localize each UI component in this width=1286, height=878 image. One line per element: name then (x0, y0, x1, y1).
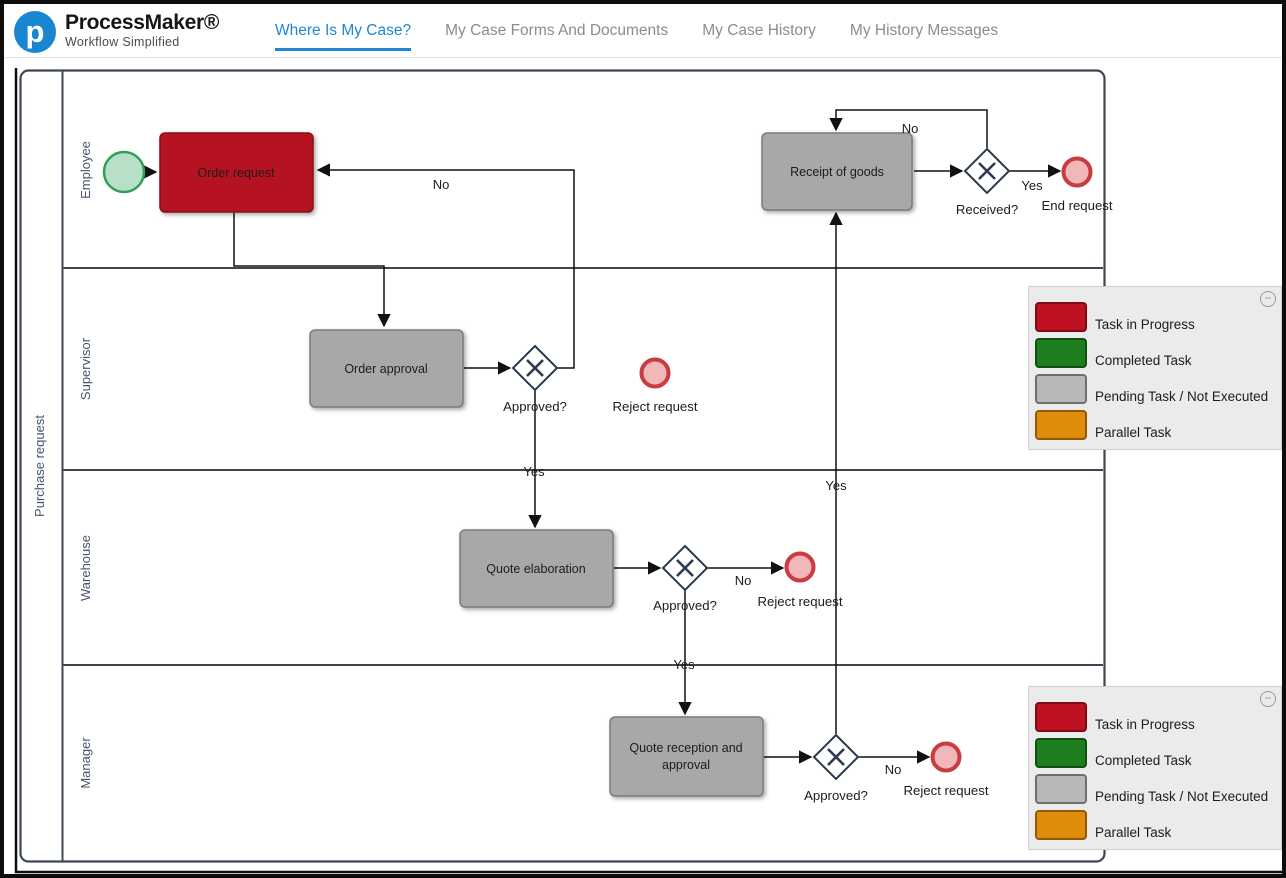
legend-panel-bottom: − Task in Progress Completed Task Pendin… (1028, 686, 1282, 850)
legend-swatch-completed-task (1035, 738, 1087, 768)
flow-label-warehouse-yes: Yes (673, 657, 695, 672)
flow-order-request-to-order-approval (233, 213, 391, 328)
flow-supervisor-no-to-order-request (316, 163, 575, 369)
start-event (102, 150, 146, 194)
gateway-received-label: Received? (956, 202, 1018, 217)
brand-tagline: Workflow Simplified (65, 35, 180, 50)
flow-label-manager-yes: Yes (825, 478, 847, 493)
legend-row-completed-task: Completed Task (1035, 338, 1281, 368)
task-quote-reception-label-line2: approval (662, 758, 710, 772)
legend-swatch-task-in-progress (1035, 702, 1087, 732)
task-receipt-of-goods (761, 132, 913, 211)
end-event-reject-supervisor-label: Reject request (612, 399, 697, 414)
legend-rows: Task in Progress Completed Task Pending … (1029, 687, 1281, 840)
processmaker-logo-icon: p (14, 10, 56, 53)
end-event-reject-request-warehouse (784, 551, 816, 583)
legend-label: Pending Task / Not Executed (1095, 789, 1269, 804)
pool-label: Purchase request (32, 415, 47, 517)
legend-swatch-task-in-progress (1035, 302, 1087, 332)
task-quote-reception-label-line1: Quote reception and (629, 741, 742, 755)
flow-received-no-to-receipt (829, 109, 988, 148)
legend-row-parallel-task: Parallel Task (1035, 410, 1281, 440)
legend-swatch-parallel-task (1035, 410, 1087, 440)
flow-label-supervisor-no: No (433, 177, 450, 192)
tab-my-case-history[interactable]: My Case History (702, 21, 816, 39)
legend-swatch-pending-task (1035, 774, 1087, 804)
tab-my-case-forms-and-documents[interactable]: My Case Forms And Documents (445, 21, 669, 39)
legend-label: Parallel Task (1095, 425, 1172, 440)
flow-label-supervisor-yes: Yes (523, 464, 545, 479)
tab-where-is-my-case[interactable]: Where Is My Case? (275, 22, 412, 51)
lane-label-manager: Manager (78, 737, 93, 789)
task-quote-elaboration (459, 529, 614, 608)
legend-rows: Task in Progress Completed Task Pending … (1029, 287, 1281, 440)
task-order-approval (309, 329, 464, 408)
task-order-approval-label: Order approval (344, 362, 427, 376)
gateway-approved-warehouse-label: Approved? (653, 598, 717, 613)
flow-label-manager-no: No (885, 762, 902, 777)
task-order-request (159, 132, 314, 213)
legend-swatch-parallel-task (1035, 810, 1087, 840)
legend-swatch-completed-task (1035, 338, 1087, 368)
pool-purchase-request (19, 69, 1106, 863)
lane-label-supervisor: Supervisor (78, 337, 93, 400)
brand-title: ProcessMaker® (65, 11, 220, 35)
gateway-approved-manager-label: Approved? (804, 788, 868, 803)
task-receipt-of-goods-label: Receipt of goods (790, 165, 884, 179)
flow-label-received-no: No (902, 121, 919, 136)
brand-block: ProcessMaker® Workflow Simplified (65, 12, 219, 49)
end-event-reject-request-manager (930, 741, 962, 773)
legend-label: Task in Progress (1095, 717, 1195, 732)
legend-label: Task in Progress (1095, 317, 1195, 332)
end-event-reject-warehouse-label: Reject request (757, 594, 842, 609)
legend-label: Completed Task (1095, 753, 1192, 768)
diagram-area-border (14, 68, 1282, 874)
legend-row-pending-task: Pending Task / Not Executed (1035, 374, 1281, 404)
lane-label-employee: Employee (78, 141, 93, 199)
lane-label-warehouse: Warehouse (78, 535, 93, 601)
flow-label-received-yes: Yes (1021, 178, 1043, 193)
flow-label-warehouse-no: No (735, 573, 752, 588)
main-nav: Where Is My Case? My Case Forms And Docu… (275, 21, 999, 51)
end-event-reject-manager-label: Reject request (903, 783, 988, 798)
tab-my-history-messages[interactable]: My History Messages (849, 21, 999, 39)
legend-label: Completed Task (1095, 353, 1192, 368)
end-event-end-request (1061, 156, 1093, 188)
end-event-end-request-label: End request (1041, 198, 1112, 213)
legend-row-parallel-task: Parallel Task (1035, 810, 1281, 840)
gateway-approved-supervisor-label: Approved? (503, 399, 567, 414)
legend-row-pending-task: Pending Task / Not Executed (1035, 774, 1281, 804)
legend-swatch-pending-task (1035, 374, 1087, 404)
gateway-received (963, 147, 1011, 195)
task-quote-elaboration-label: Quote elaboration (486, 562, 585, 576)
legend-panel-top: − Task in Progress Completed Task Pendin… (1028, 286, 1282, 450)
task-quote-reception-and-approval (609, 716, 764, 797)
collapse-minus-icon[interactable]: − (1260, 291, 1276, 307)
task-order-request-label: Order request (197, 166, 275, 180)
legend-row-task-in-progress: Task in Progress (1035, 302, 1281, 332)
legend-label: Pending Task / Not Executed (1095, 389, 1269, 404)
collapse-minus-icon[interactable]: − (1260, 691, 1276, 707)
legend-label: Parallel Task (1095, 825, 1172, 840)
header: p ProcessMaker® Workflow Simplified Wher… (4, 4, 1282, 57)
header-divider (4, 57, 1282, 58)
gateway-approved-supervisor (511, 344, 559, 392)
legend-row-completed-task: Completed Task (1035, 738, 1281, 768)
legend-row-task-in-progress: Task in Progress (1035, 702, 1281, 732)
end-event-reject-request-supervisor (639, 357, 671, 389)
gateway-approved-manager (812, 733, 860, 781)
gateway-approved-warehouse (661, 544, 709, 592)
